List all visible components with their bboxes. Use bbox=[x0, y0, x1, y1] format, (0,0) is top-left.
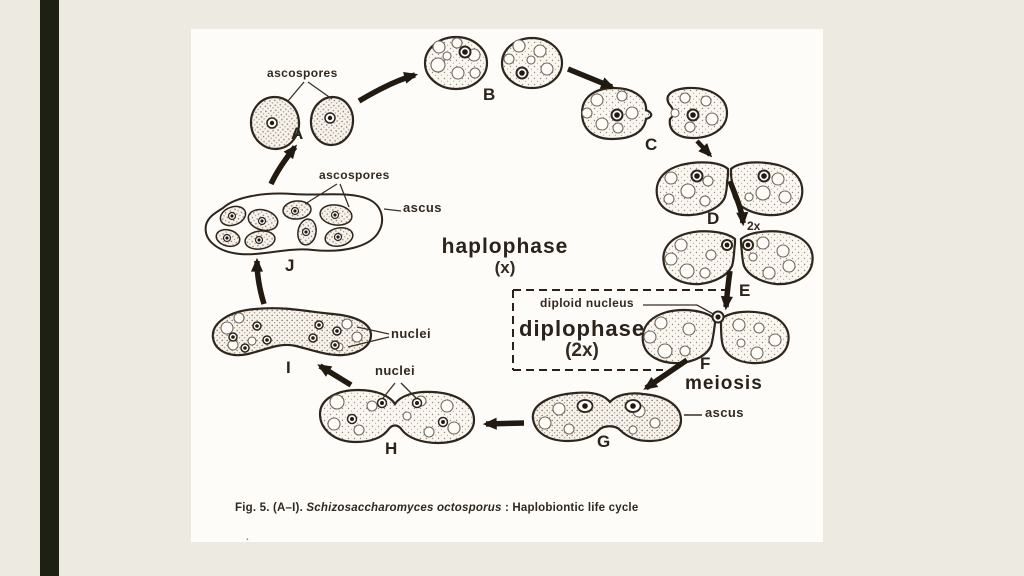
vacuoles-stage-f bbox=[643, 316, 782, 360]
label-connectors-i bbox=[347, 326, 390, 348]
vacuoles-stage-e bbox=[664, 236, 796, 280]
label-nuclei-h: nuclei bbox=[375, 363, 415, 378]
label-ascus-g: ascus bbox=[705, 405, 744, 420]
stage-letter-d: D bbox=[707, 209, 720, 228]
stage-letter-i: I bbox=[286, 358, 291, 377]
label-ascus-j: ascus bbox=[403, 200, 442, 215]
stage-letter-f: F bbox=[700, 354, 711, 373]
nuclei-stage-h bbox=[346, 397, 449, 428]
arrow-g-to-h bbox=[482, 417, 525, 430]
label-connectors-a bbox=[287, 81, 333, 102]
caption-prefix: Fig. 5. (A–I). bbox=[235, 502, 303, 514]
nuclei-stage-a bbox=[266, 112, 336, 129]
label-haplophase-ploidy: (x) bbox=[494, 258, 516, 277]
label-ascospores-j: ascospores bbox=[319, 168, 390, 182]
vacuoles-stage-i bbox=[220, 312, 363, 352]
diploid-nucleus-stage-f bbox=[711, 310, 725, 324]
nuclei-stage-g bbox=[576, 399, 642, 413]
label-diplophase: diplophase bbox=[519, 316, 646, 341]
label-diplophase-ploidy: (2x) bbox=[565, 340, 599, 361]
stray-mark: . bbox=[246, 532, 249, 543]
stage-letter-b: B bbox=[483, 85, 496, 104]
diploid-nucleus-connector bbox=[643, 304, 716, 316]
arrow-e-to-f bbox=[720, 270, 733, 311]
nuclei-stage-i bbox=[228, 320, 342, 353]
vacuoles-stage-g bbox=[538, 402, 661, 435]
label-ascospores-a: ascospores bbox=[267, 66, 338, 80]
cell-stage-d bbox=[655, 161, 804, 217]
stage-letter-e: E bbox=[739, 281, 751, 300]
label-ploidy-2x: 2x bbox=[747, 219, 761, 233]
stage-letter-c: C bbox=[645, 135, 658, 154]
ascospore-nuclei-j bbox=[222, 206, 343, 245]
figure-caption: Fig. 5. (A–I). Schizosaccharomyces octos… bbox=[235, 502, 638, 514]
arrow-b-to-c bbox=[566, 66, 616, 90]
label-connectors-h bbox=[382, 382, 418, 400]
cycle-arrows bbox=[250, 66, 749, 430]
slide-accent-bar bbox=[40, 0, 59, 576]
arrow-j-to-a bbox=[268, 144, 298, 186]
figure-panel: ascospores A B C D 2x E F G H I J haplop… bbox=[191, 29, 823, 543]
caption-suffix: : Haplobiontic life cycle bbox=[504, 502, 639, 514]
nuclei-stage-b bbox=[458, 45, 529, 80]
life-cycle-diagram bbox=[204, 35, 814, 445]
nuclei-stage-d bbox=[690, 169, 771, 183]
stage-letter-j: J bbox=[285, 256, 295, 275]
nuclei-stage-e bbox=[721, 239, 754, 251]
arrow-i-to-j bbox=[250, 257, 267, 305]
vacuoles-stage-d bbox=[663, 171, 792, 207]
label-diploid-nucleus: diploid nucleus bbox=[540, 296, 635, 310]
stage-letter-g: G bbox=[597, 432, 611, 451]
nuclei-stage-c bbox=[610, 108, 700, 122]
stage-letter-h: H bbox=[385, 439, 398, 458]
label-connectors-j bbox=[304, 183, 402, 212]
stage-letter-a: A bbox=[291, 124, 304, 143]
arrow-a-to-b bbox=[357, 72, 419, 104]
label-meiosis: meiosis bbox=[685, 373, 763, 394]
ascospores-in-ascus bbox=[215, 200, 354, 250]
caption-species: Schizosaccharomyces octosporus bbox=[306, 502, 502, 514]
arrow-d-to-e bbox=[727, 180, 749, 227]
arrow-f-to-g bbox=[643, 357, 689, 391]
diplophase-dashed-box bbox=[512, 289, 731, 371]
arrow-c-to-d bbox=[695, 139, 713, 158]
vacuoles-stage-c bbox=[581, 90, 719, 134]
label-haplophase: haplophase bbox=[441, 235, 569, 258]
label-nuclei-i: nuclei bbox=[391, 326, 431, 341]
arrow-h-to-i bbox=[317, 363, 353, 388]
